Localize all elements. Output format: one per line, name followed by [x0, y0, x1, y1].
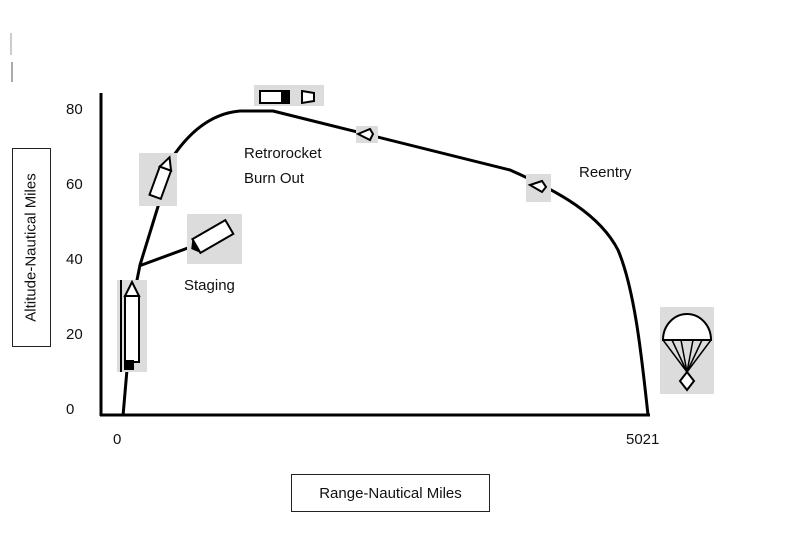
staging-label: Staging [184, 277, 235, 294]
capsule-orbit-icon [355, 126, 378, 143]
y-axis-label-box: Altitude-Nautical Miles [12, 148, 51, 347]
x-axis-label-box: Range-Nautical Miles [291, 474, 490, 512]
parachute-icon [660, 307, 714, 394]
capsule-reentry-icon [526, 174, 551, 202]
burn-out-label: Burn Out [244, 170, 305, 187]
y-tick-label: 80 [66, 101, 83, 118]
rocket-stage-icon [139, 153, 177, 206]
rocket-launch-icon [117, 279, 147, 372]
retrorocket-label: Retrorocket [244, 145, 322, 162]
y-tick-label: 20 [66, 326, 83, 343]
y-axis-label: Altitude-Nautical Miles [23, 173, 41, 322]
y-tick-label: 60 [66, 176, 83, 193]
capsule-retrorocket-icon [254, 85, 324, 106]
x-axis-label: Range-Nautical Miles [319, 484, 462, 502]
y-tick-label: 0 [66, 401, 74, 418]
x-tick-label: 5021 [626, 431, 659, 448]
staging-branch-line [138, 243, 197, 268]
trajectory-path [121, 109, 650, 417]
reentry-label: Reentry [579, 164, 632, 181]
y-tick-label: 40 [66, 251, 83, 268]
separated-booster-icon [187, 214, 242, 264]
x-tick-label: 0 [113, 431, 121, 448]
